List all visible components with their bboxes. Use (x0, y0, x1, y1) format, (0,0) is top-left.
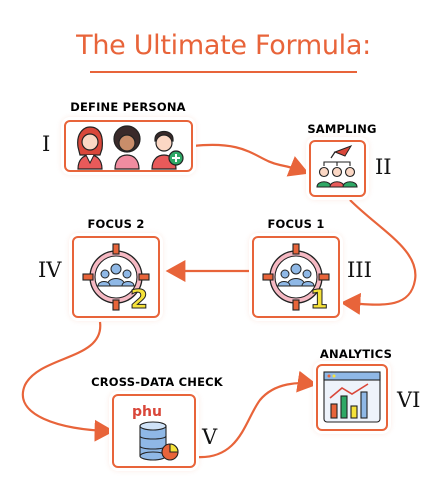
analytics-card (316, 364, 388, 431)
step-4-label: FOCUS 2 (87, 217, 145, 231)
arrow-v-to-vi (195, 370, 318, 459)
logo-text: phu (132, 404, 162, 420)
arrow-ii-to-iii (340, 199, 417, 315)
step-2-numeral: II (375, 155, 392, 179)
step-6-label: ANALYTICS (319, 347, 393, 361)
arrow-iv-to-v (21, 321, 115, 442)
step-2-label: SAMPLING (307, 122, 377, 136)
database-icon: phu (132, 404, 179, 461)
step-5-numeral: V (202, 425, 218, 449)
arrow-i-to-ii (192, 143, 310, 177)
step-3-label: FOCUS 1 (267, 217, 325, 231)
title-underline (90, 71, 357, 73)
step-1-numeral: I (42, 132, 51, 156)
sampling-card (309, 140, 366, 197)
step-3-numeral: III (347, 258, 372, 282)
focus-2-number: 2 (130, 285, 148, 315)
step-1-label: DEFINE PERSONA (70, 100, 186, 114)
diagram-title: The Ultimate Formula: (76, 30, 371, 61)
step-5-label: CROSS-DATA CHECK (91, 375, 223, 389)
step-4-numeral: IV (38, 258, 62, 282)
cross-data-check-card: phu (112, 394, 196, 468)
focus-2-card: 2 (72, 236, 160, 318)
step-6-numeral: VI (397, 388, 421, 412)
people-icon (77, 125, 184, 170)
focus-1-number: 1 (310, 285, 328, 315)
target-group-icon: 2 (82, 243, 150, 316)
analytics-dashboard-icon (323, 371, 381, 423)
define-persona-card (64, 120, 193, 172)
focus-1-card: 1 (252, 236, 340, 318)
sampling-icon (316, 145, 358, 188)
target-group-icon: 1 (262, 243, 330, 316)
